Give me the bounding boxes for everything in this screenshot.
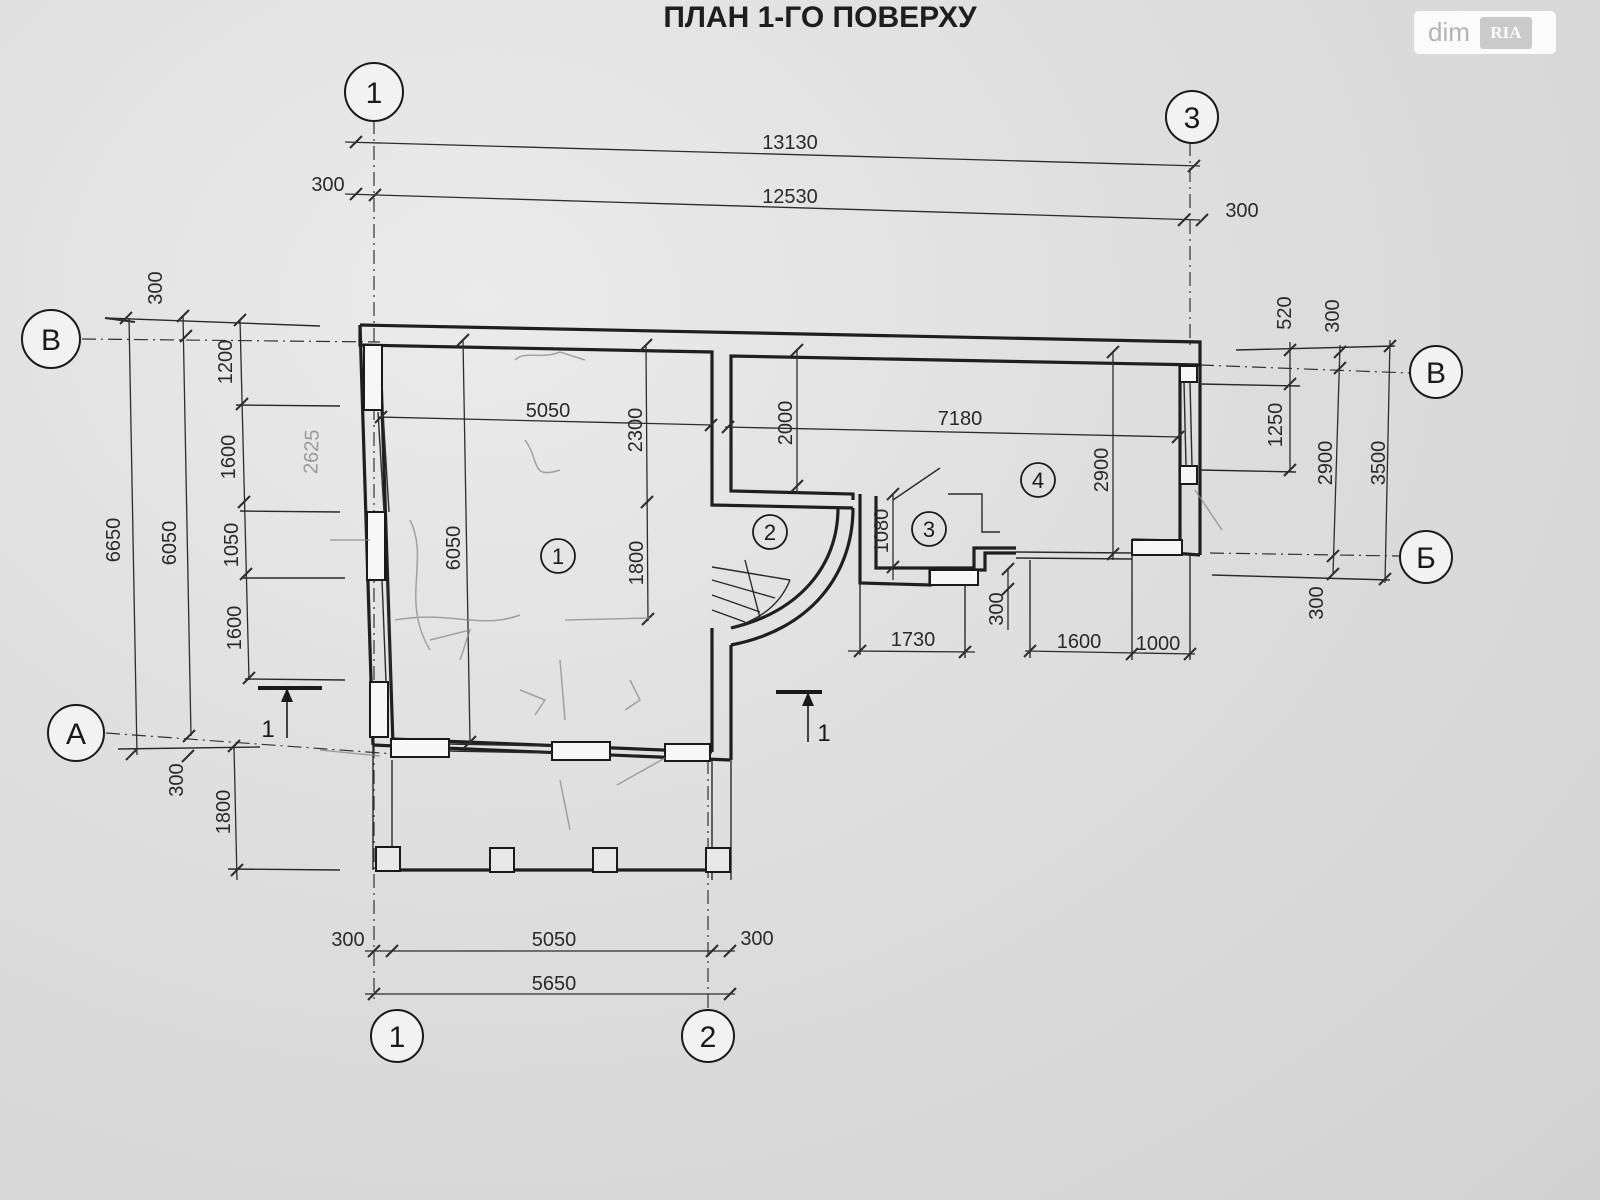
dim-top-right-offset: 300	[1225, 200, 1258, 222]
dim-room1-depth: 6050	[443, 526, 465, 571]
top-dimensions: 13130 12530 300 300	[311, 132, 1259, 227]
room-3-label: 3	[923, 517, 935, 542]
dim-bottom-300-left: 300	[331, 929, 364, 951]
dim-step-1730: 1730	[891, 629, 936, 651]
dim-bottom-5050: 5050	[532, 929, 577, 951]
axis-v-left-circle	[21, 309, 81, 369]
dim-left-bottom-offset: 300	[166, 763, 188, 796]
axis-1-top-circle	[344, 62, 404, 122]
dim-left-1200: 1200	[215, 340, 237, 385]
axis-2-bottom: 2	[700, 1021, 717, 1054]
axis-v-left: В	[41, 324, 61, 357]
room-2-label: 2	[764, 520, 776, 545]
dim-bottom-5650: 5650	[532, 973, 577, 995]
dim-right-520: 520	[1274, 296, 1296, 329]
dim-room1-h-bottom: 1800	[626, 541, 648, 586]
dim-porch-depth: 1800	[213, 790, 235, 835]
dim-left-axes: 6050	[159, 521, 181, 566]
dim-left-1600a: 1600	[218, 435, 240, 480]
dim-bottom-300-right: 300	[740, 928, 773, 950]
dim-room4-width: 7180	[938, 408, 983, 430]
dim-step-300: 300	[986, 592, 1008, 625]
axis-a-left-circle	[47, 704, 105, 762]
porch-columns	[375, 846, 731, 873]
dim-left-1050: 1050	[221, 523, 243, 568]
dim-left-top-offset: 300	[145, 271, 167, 304]
axis-1-bottom-circle	[370, 1009, 424, 1063]
axis-1-bottom: 1	[389, 1021, 406, 1054]
room-1-label: 1	[552, 544, 564, 569]
dim-room3-h: 1080	[871, 509, 893, 554]
axis-b-right-circle	[1399, 530, 1453, 584]
dim-room1-width: 5050	[526, 400, 571, 422]
pencil-sketch	[319, 351, 1223, 831]
dim-top-axes: 12530	[762, 186, 818, 208]
dim-step-1000: 1000	[1136, 633, 1181, 655]
dim-right-300-top: 300	[1322, 299, 1344, 332]
watermark-badge: RIA	[1479, 16, 1532, 49]
dim-room1-h-top: 2300	[625, 408, 647, 453]
dim-right-2900: 2900	[1315, 441, 1337, 486]
axis-v-right-circle	[1409, 345, 1463, 399]
dim-top-overall: 13130	[762, 132, 818, 154]
dim-right-3500: 3500	[1368, 441, 1390, 486]
interior-dimensions: 5050 7180 6050 2300 1800 2000 2900 1080	[374, 333, 1185, 749]
plan-title: ПЛАН 1-ГО ПОВЕРХУ	[663, 1, 977, 34]
section-mark-left: 1	[261, 716, 274, 743]
axis-a-left: А	[66, 718, 86, 751]
watermark-brand: dim	[1428, 17, 1470, 47]
dim-right-300-bottom: 300	[1306, 586, 1328, 619]
axis-b-right: Б	[1416, 542, 1436, 575]
axis-3-top: 3	[1184, 102, 1201, 135]
section-mark-right: 1	[817, 720, 830, 747]
pencil-note: 2625	[300, 429, 324, 474]
axis-2-bottom-circle	[681, 1009, 735, 1063]
dim-right-1250: 1250	[1265, 403, 1287, 448]
dim-room4-top: 2000	[775, 401, 797, 446]
axis-1-top: 1	[366, 77, 383, 110]
grid-axis-lines	[81, 120, 1411, 1010]
axis-3-top-circle	[1165, 90, 1219, 144]
dim-room4-h: 2900	[1091, 448, 1113, 493]
section-marks: 1 1	[258, 686, 831, 747]
windows	[363, 344, 1198, 762]
bottom-dimensions: 300 5050 300 5650	[331, 928, 774, 1001]
dim-left-1600b: 1600	[224, 606, 246, 651]
right-dimensions: 520 1250 300 2900 3500 300	[1199, 296, 1397, 620]
room-4-label: 4	[1032, 468, 1044, 493]
dim-top-left-offset: 300	[311, 174, 344, 196]
dim-step-1600: 1600	[1057, 631, 1102, 653]
dim-left-overall: 6650	[103, 518, 125, 563]
room-markers: 1 2 3 4	[540, 462, 1056, 574]
dimria-watermark: dim RIA	[1414, 11, 1556, 54]
axis-v-right: В	[1426, 357, 1446, 390]
left-dimensions: 6650 6050 300 1200 1600 1050 1600 300 18…	[103, 271, 346, 881]
step-dimensions: 1730 300 1600 1000	[847, 555, 1197, 661]
axis-markers: 1 3 1 2 В А В Б	[21, 62, 1463, 1063]
